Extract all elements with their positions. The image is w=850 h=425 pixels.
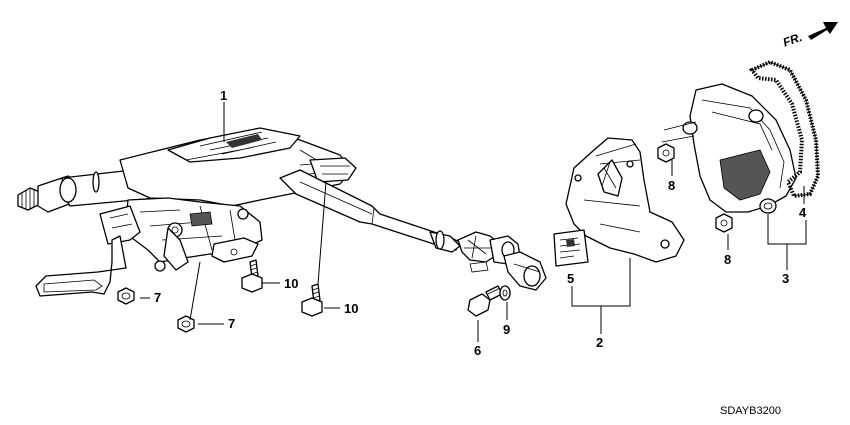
steering-column-assembly [17,127,357,297]
diagram-code: SDAYB3200 [720,405,781,417]
callout-10a: 10 [284,276,298,291]
callout-7a: 7 [154,290,161,305]
column-cover-part-2 [565,137,685,263]
callout-2: 2 [596,335,603,350]
callout-7b: 7 [228,316,235,331]
front-arrow-icon [808,22,838,40]
front-direction-label: FR. [781,30,804,50]
bolt-6 [467,285,503,317]
column-cover-part-3 [661,83,797,214]
callout-10b: 10 [344,301,358,316]
leader-lines [140,102,807,342]
callout-5: 5 [567,271,574,286]
flange-nut-7a [117,287,135,305]
callout-4: 4 [799,205,807,220]
callout-8a: 8 [668,178,675,193]
nut-8b [715,213,733,233]
label-plate-part-5 [553,229,589,267]
front-direction-indicator: FR. [781,22,838,50]
intermediate-shaft [279,169,461,253]
callout-3: 3 [782,271,789,286]
callout-1: 1 [220,88,227,103]
callout-9: 9 [503,322,510,337]
callout-labels: 1 2 3 4 5 6 7 7 8 8 9 10 10 [154,88,807,358]
callout-8b: 8 [724,252,731,267]
washer-9 [499,285,511,301]
seal-part-4 [748,59,821,199]
flange-bolt-10a [241,259,263,293]
nut-8a [657,143,675,163]
universal-joint [457,231,547,291]
callout-6: 6 [474,343,481,358]
flange-bolt-10b [301,283,323,317]
flange-nut-7b [177,315,195,333]
